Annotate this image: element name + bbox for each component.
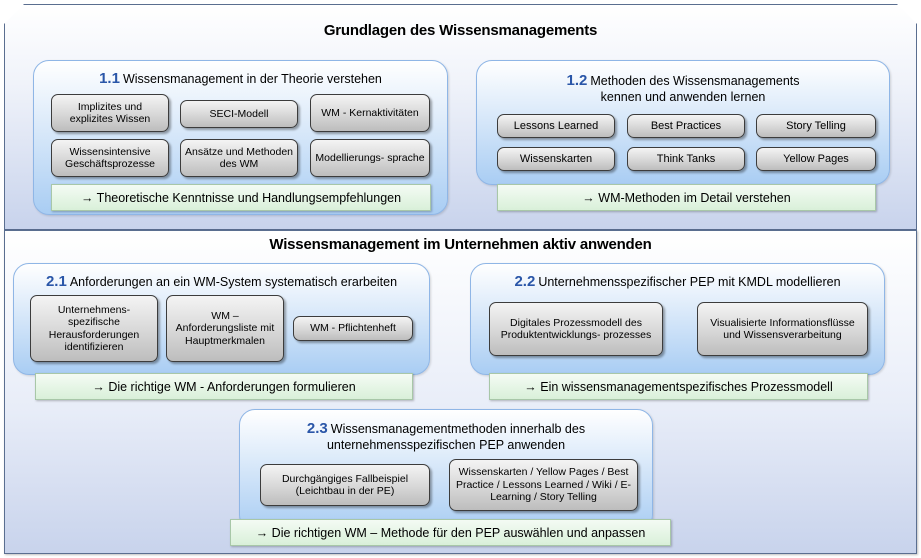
box-knowledge-intensive-processes: Wissensintensive Geschäftsprozesse [51, 139, 169, 177]
panel-1-2-number: 1.2 [566, 72, 588, 89]
box-best-practices: Best Practices [627, 114, 745, 138]
result-1-2: → WM-Methoden im Detail verstehen [497, 184, 876, 211]
result-2-3: → Die richtigen WM – Methode für den PEP… [230, 519, 671, 546]
box-visualized-information-flows: Visualisierte Informationsflüsse und Wis… [697, 302, 868, 356]
box-seci-model: SECI-Modell [180, 100, 298, 128]
box-think-tanks: Think Tanks [627, 147, 745, 171]
box-approaches-methods: Ansätze und Methoden des WM [180, 139, 298, 177]
result-2-1: → Die richtige WM - Anforderungen formul… [35, 373, 413, 400]
box-wm-core-activities: WM - Kernaktivitäten [310, 94, 430, 132]
box-requirements-list: WM – Anforderungsliste mit Hauptmerkmale… [166, 295, 284, 362]
result-2-2: → Ein wissensmanagementspezifisches Proz… [489, 373, 868, 400]
box-specification: WM - Pflichtenheft [293, 316, 413, 341]
box-digital-process-model: Digitales Prozessmodell des Produktentwi… [489, 302, 663, 356]
panel-2-2-number: 2.2 [514, 273, 536, 290]
box-yellow-pages: Yellow Pages [756, 147, 876, 171]
panel-2-1-number: 2.1 [45, 273, 67, 290]
box-knowledge-maps: Wissenskarten [497, 147, 615, 171]
box-modeling-language: Modellierungs- sprache [310, 139, 430, 177]
box-company-challenges: Unternehmens- spezifische Herausforderun… [30, 295, 158, 362]
section-foundations-title: Grundlagen des Wissensmanagements [323, 22, 598, 39]
box-case-study: Durchgängiges Fallbeispiel (Leichtbau in… [260, 464, 430, 506]
panel-1-1-number: 1.1 [99, 70, 120, 87]
box-lessons-learned: Lessons Learned [497, 114, 615, 138]
result-1-1: → Theoretische Kenntnisse und Handlungse… [51, 184, 431, 211]
box-implicit-explicit-knowledge: Implizites und explizites Wissen [51, 94, 169, 132]
box-story-telling: Story Telling [756, 114, 876, 138]
section-application-title: Wissensmanagement im Unternehmen aktiv a… [269, 236, 652, 253]
box-methods-list: Wissenskarten / Yellow Pages / Best Prac… [449, 459, 638, 511]
panel-2-3-number: 2.3 [306, 420, 328, 437]
